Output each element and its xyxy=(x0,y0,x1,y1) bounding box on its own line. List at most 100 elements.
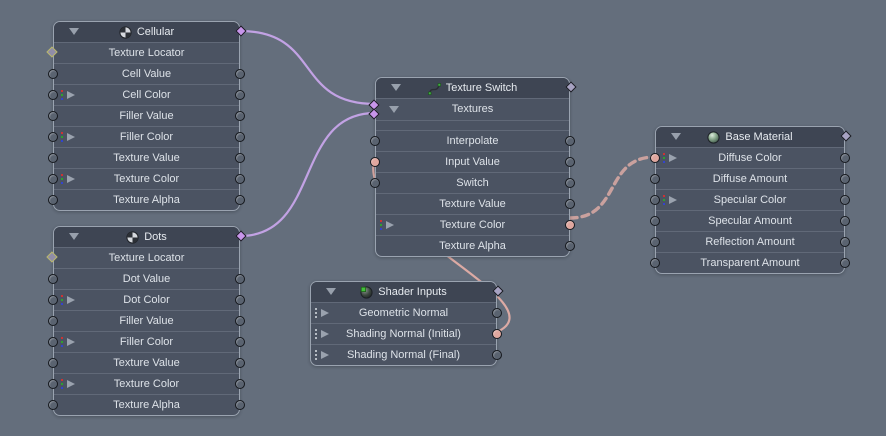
expand-arrow-icon[interactable] xyxy=(67,338,75,346)
expand-arrow-icon[interactable] xyxy=(67,380,75,388)
expand-arrow-icon[interactable] xyxy=(669,154,677,162)
output-socket[interactable] xyxy=(565,241,575,251)
channel-dot xyxy=(61,174,63,176)
node-row: Switch xyxy=(370,172,575,193)
output-socket[interactable] xyxy=(235,295,245,305)
input-socket[interactable] xyxy=(650,216,660,226)
output-socket[interactable] xyxy=(840,237,850,247)
output-socket[interactable] xyxy=(492,308,502,318)
input-socket[interactable] xyxy=(48,358,58,368)
collapse-toggle-icon[interactable] xyxy=(671,133,681,140)
input-socket[interactable] xyxy=(370,136,380,146)
output-socket[interactable] xyxy=(840,216,850,226)
input-socket[interactable] xyxy=(48,153,58,163)
checker-sphere-icon xyxy=(126,230,139,244)
node-row: Diffuse Amount xyxy=(650,168,850,189)
output-socket[interactable] xyxy=(235,316,245,326)
output-socket[interactable] xyxy=(235,274,245,284)
port-label: Transparent Amount xyxy=(700,257,800,269)
output-socket[interactable] xyxy=(840,174,850,184)
output-socket[interactable] xyxy=(235,379,245,389)
expand-arrow-icon[interactable] xyxy=(67,296,75,304)
node-row: Specular Color xyxy=(650,189,850,210)
expand-arrow-icon[interactable] xyxy=(321,330,329,338)
node-header[interactable]: Cellular xyxy=(54,22,247,42)
node-header[interactable]: Dots xyxy=(54,227,247,247)
wire[interactable] xyxy=(238,29,377,106)
node-header[interactable]: Base Material xyxy=(656,127,852,147)
node-header[interactable]: Shader Inputs xyxy=(311,282,504,302)
input-socket[interactable] xyxy=(48,400,58,410)
output-socket[interactable] xyxy=(235,132,245,142)
wire[interactable] xyxy=(238,111,377,238)
output-socket[interactable] xyxy=(235,90,245,100)
expand-arrow-icon[interactable] xyxy=(321,309,329,317)
expand-arrow-icon[interactable] xyxy=(67,91,75,99)
wire[interactable] xyxy=(568,155,657,220)
output-socket[interactable] xyxy=(235,153,245,163)
output-socket[interactable] xyxy=(235,195,245,205)
input-socket[interactable] xyxy=(48,295,58,305)
node-row: Interpolate xyxy=(370,130,575,151)
output-socket[interactable] xyxy=(492,329,502,339)
output-socket[interactable] xyxy=(840,195,850,205)
input-socket[interactable] xyxy=(650,174,660,184)
channel-dot xyxy=(61,337,63,339)
output-socket[interactable] xyxy=(840,153,850,163)
channel-dots-icon xyxy=(380,220,382,230)
expand-arrow-icon[interactable] xyxy=(669,196,677,204)
port-label: Texture Alpha xyxy=(113,194,180,206)
input-socket[interactable] xyxy=(370,157,380,167)
input-socket[interactable] xyxy=(370,178,380,188)
input-socket[interactable] xyxy=(48,174,58,184)
output-socket[interactable] xyxy=(235,111,245,121)
output-socket[interactable] xyxy=(492,350,502,360)
output-socket[interactable] xyxy=(565,178,575,188)
collapse-toggle-icon[interactable] xyxy=(391,84,401,91)
node-header[interactable]: Texture Switch xyxy=(376,78,577,98)
output-socket[interactable] xyxy=(565,220,575,230)
output-socket[interactable] xyxy=(235,69,245,79)
node-row: Shading Normal (Final) xyxy=(311,344,502,365)
node-row: Input Value xyxy=(370,151,575,172)
expand-arrow-icon[interactable] xyxy=(67,133,75,141)
expand-arrow-icon[interactable] xyxy=(386,221,394,229)
output-socket[interactable] xyxy=(235,174,245,184)
input-socket[interactable] xyxy=(48,90,58,100)
input-socket[interactable] xyxy=(650,153,660,163)
collapse-toggle-icon[interactable] xyxy=(326,288,336,295)
channel-dot xyxy=(315,354,317,356)
input-socket[interactable] xyxy=(48,195,58,205)
input-socket[interactable] xyxy=(48,337,58,347)
output-socket[interactable] xyxy=(235,337,245,347)
output-socket[interactable] xyxy=(235,358,245,368)
node-row: Filler Value xyxy=(48,105,245,126)
collapse-toggle-icon[interactable] xyxy=(69,233,79,240)
output-socket[interactable] xyxy=(565,199,575,209)
output-socket[interactable] xyxy=(565,136,575,146)
input-socket[interactable] xyxy=(48,111,58,121)
collapse-toggle-icon[interactable] xyxy=(69,28,79,35)
input-socket[interactable] xyxy=(650,195,660,205)
input-socket[interactable] xyxy=(48,274,58,284)
input-socket[interactable] xyxy=(48,379,58,389)
output-socket[interactable] xyxy=(235,400,245,410)
input-socket[interactable] xyxy=(48,132,58,142)
expand-arrow-icon[interactable] xyxy=(321,351,329,359)
input-socket[interactable] xyxy=(650,258,660,268)
expand-arrow-icon[interactable] xyxy=(67,175,75,183)
output-socket[interactable] xyxy=(840,258,850,268)
port-label: Filler Value xyxy=(119,110,174,122)
input-socket[interactable] xyxy=(48,69,58,79)
checker-sphere-icon xyxy=(119,25,132,39)
group-collapse-icon[interactable] xyxy=(389,106,399,113)
output-socket[interactable] xyxy=(565,157,575,167)
input-socket[interactable] xyxy=(650,237,660,247)
input-socket[interactable] xyxy=(48,316,58,326)
